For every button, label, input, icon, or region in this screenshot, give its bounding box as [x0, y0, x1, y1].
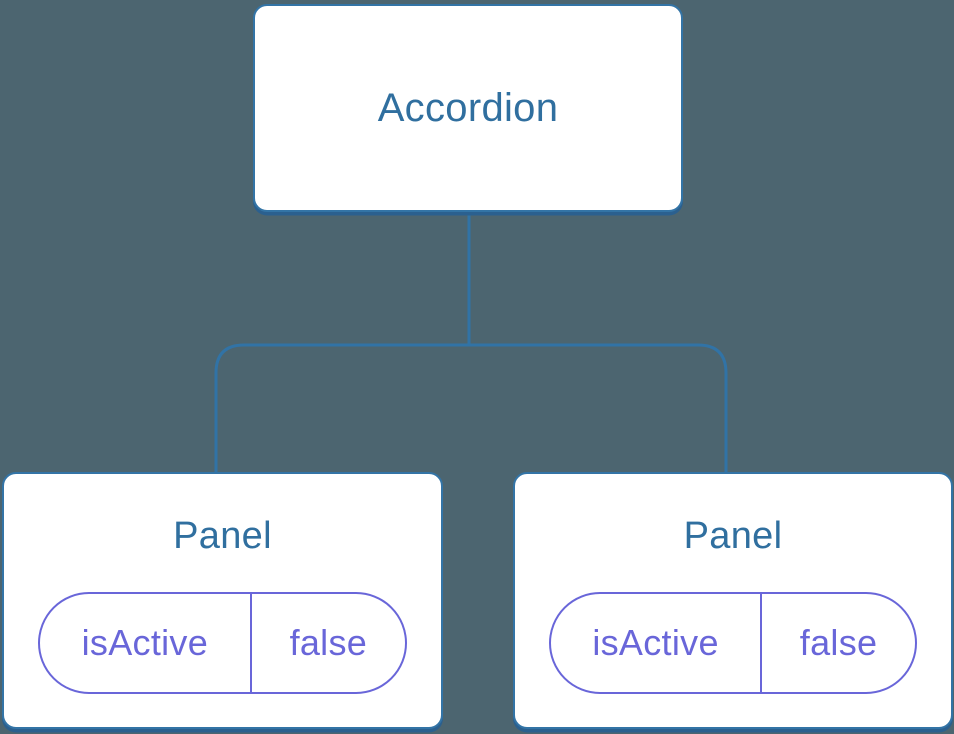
panel-left-state-value: false [289, 622, 368, 663]
panel-left-state-key: isActive [40, 594, 252, 692]
panel-right-state-value: false [799, 622, 878, 663]
panel-node-left: Panel isActive false [2, 472, 443, 729]
panel-left-state-pill: isActive false [38, 592, 407, 694]
panel-left-label: Panel [173, 515, 272, 557]
panel-right-state-key: isActive [551, 594, 763, 692]
panel-node-right: Panel isActive false [513, 472, 953, 729]
accordion-node: Accordion [253, 4, 683, 212]
panel-right-state-pill: isActive false [549, 592, 917, 694]
connector-bracket [214, 343, 728, 473]
panel-right-label: Panel [683, 515, 783, 557]
accordion-node-label: Accordion [377, 85, 559, 130]
